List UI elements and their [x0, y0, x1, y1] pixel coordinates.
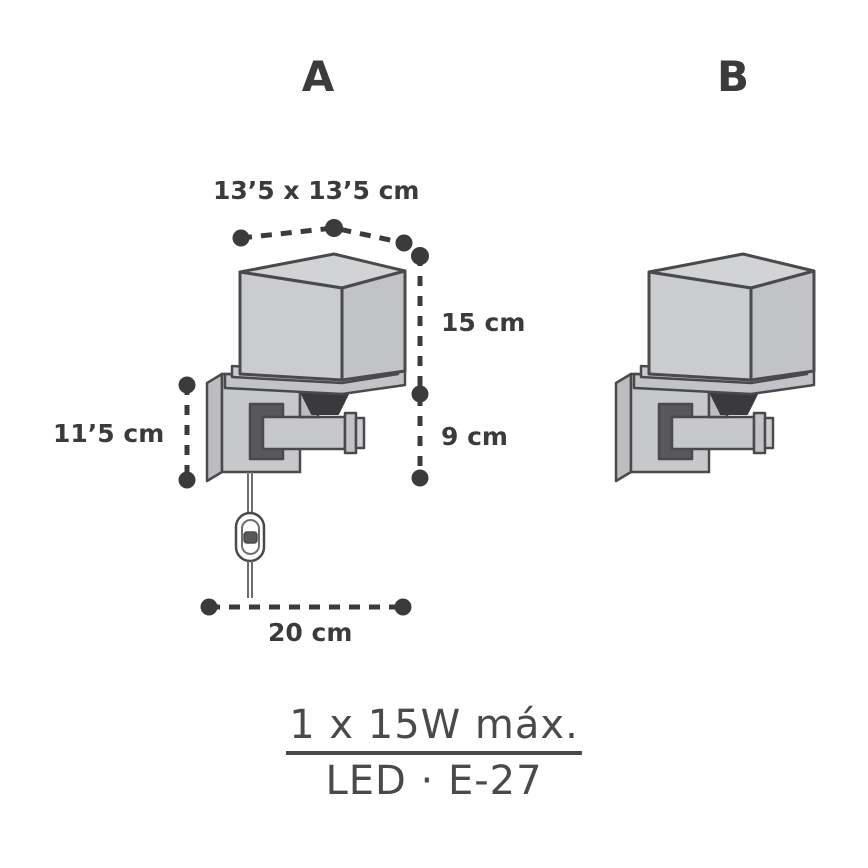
support-arm-a — [261, 411, 366, 455]
spec-power: 1 x 15W máx. — [289, 702, 579, 748]
dimension-projection: 20 cm — [268, 618, 353, 647]
dimension-shade-top: 13’5 x 13’5 cm — [213, 176, 420, 205]
dimension-wall-plate-height: 11’5 cm — [53, 419, 165, 448]
switch-rocker-a[interactable] — [243, 531, 258, 544]
support-arm-b — [670, 411, 775, 455]
variant-label-a: A — [301, 52, 335, 101]
variant-label-b: B — [716, 52, 749, 101]
lamp-illustration-b — [614, 252, 816, 483]
spec-divider — [286, 750, 582, 755]
dimension-shade-height: 15 cm — [441, 308, 526, 337]
measurement-guides — [178, 219, 429, 616]
dimension-drop-below: 9 cm — [441, 422, 508, 451]
guide-height-right — [411, 247, 429, 487]
guide-plate-height — [178, 376, 196, 489]
lamp-spec-block: 1 x 15W máx. LED · E-27 — [0, 703, 868, 804]
spec-lamp-type: LED · E-27 — [325, 757, 543, 804]
lamp-illustration-a — [205, 252, 407, 598]
lamp-shade-b — [647, 252, 816, 382]
pull-cord-switch-a[interactable] — [234, 472, 266, 598]
lamp-shade-a — [238, 252, 407, 382]
guide-shade-width — [232, 219, 413, 252]
guide-projection — [200, 598, 412, 616]
